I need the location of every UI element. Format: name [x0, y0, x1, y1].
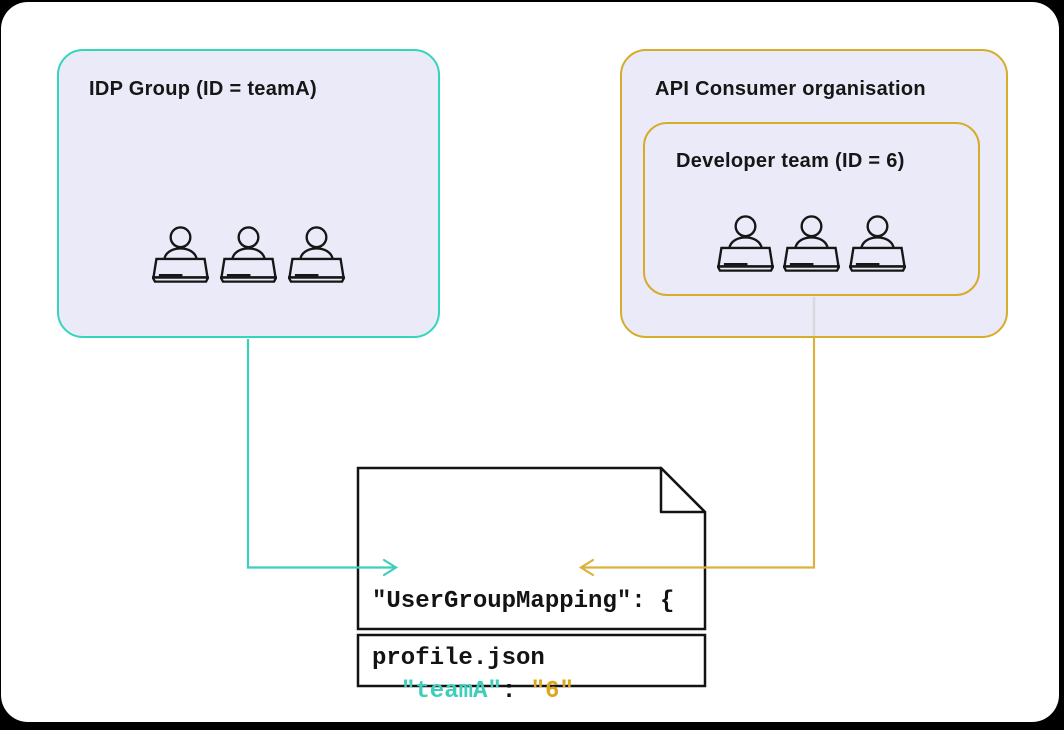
api-consumer-org-box: API Consumer organisation Developer team…: [620, 49, 1008, 338]
filename-label: profile.json: [372, 645, 545, 672]
developer-team-title: Developer team (ID = 6): [676, 150, 905, 172]
api-consumer-org-title: API Consumer organisation: [655, 78, 926, 100]
idp-group-box: IDP Group (ID = teamA): [57, 49, 440, 338]
idp-group-title: IDP Group (ID = teamA): [89, 78, 317, 100]
code-key: "teamA": [401, 678, 502, 705]
person-laptop-icon: [220, 226, 277, 283]
idp-group-members: [59, 226, 438, 283]
code-value: "6": [530, 678, 574, 705]
mapping-code: "UserGroupMapping": { "teamA": "6" }: [372, 527, 674, 730]
developer-team-box: Developer team (ID = 6): [643, 122, 980, 296]
code-line-mapping: "teamA": "6": [372, 677, 674, 707]
code-line-open: "UserGroupMapping": {: [372, 588, 675, 615]
code-separator: :: [501, 678, 531, 705]
developer-team-members: [645, 215, 978, 272]
person-laptop-icon: [849, 215, 906, 272]
person-laptop-icon: [288, 226, 345, 283]
person-laptop-icon: [783, 215, 840, 272]
person-laptop-icon: [152, 226, 209, 283]
person-laptop-icon: [717, 215, 774, 272]
